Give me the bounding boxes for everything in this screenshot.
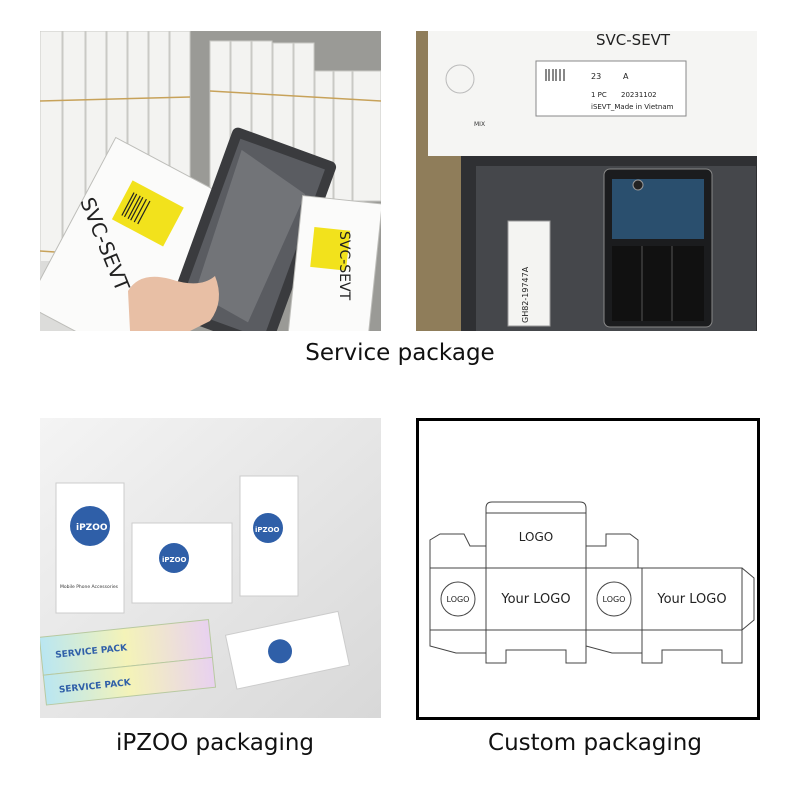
svc-sevt-text-2: SVC-SEVT — [336, 231, 352, 301]
dieline-logo-top: LOGO — [519, 530, 553, 544]
service-package-photo-2: 23 A 1 PC 20231102 iSEVT_Made in Vietnam… — [416, 31, 757, 331]
label-date: 20231102 — [621, 91, 657, 99]
svc-sevt-title: SVC-SEVT — [596, 31, 671, 49]
ipzoo-sub-line: Mobile Phone Accessories — [60, 584, 119, 590]
label-origin: iSEVT_Made in Vietnam — [591, 103, 674, 111]
caption-ipzoo-packaging: iPZOO packaging — [115, 730, 315, 756]
caption-service-package: Service package — [305, 340, 495, 366]
dieline-your-logo-1: Your LOGO — [500, 592, 570, 607]
dieline-circle-logo-1: LOGO — [447, 595, 470, 604]
label-box-a: 23 — [591, 72, 601, 81]
caption-custom-packaging: Custom packaging — [488, 730, 702, 756]
ipzoo-logo-1: iPZOO — [76, 523, 108, 533]
mix-mark: MIX — [474, 121, 485, 128]
service-package-photo-1: SVC-SEVT SVC-SEVT — [40, 31, 381, 331]
ipzoo-logo-2: iPZOO — [162, 556, 187, 564]
dieline-circle-logo-2: LOGO — [603, 595, 626, 604]
custom-packaging-dieline: LOGO LOGO LOGO Your LOGO Your LOGO — [416, 418, 760, 720]
ipzoo-packaging-photo: iPZOO Mobile Phone Accessories iPZOO iPZ… — [40, 418, 381, 718]
label-grade: A — [623, 72, 629, 81]
ipzoo-logo-3: iPZOO — [255, 526, 280, 534]
bag-label-part: GH82-19747A — [521, 266, 530, 323]
dieline-your-logo-2: Your LOGO — [656, 592, 726, 607]
label-qty: 1 PC — [591, 91, 607, 99]
